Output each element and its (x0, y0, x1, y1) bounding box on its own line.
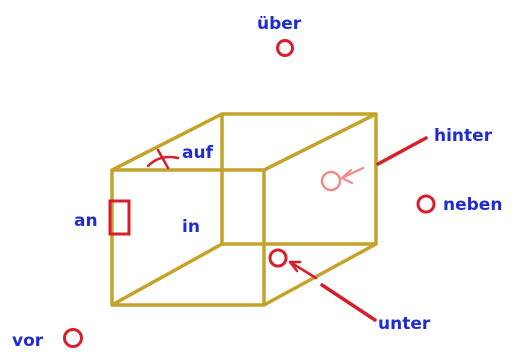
marker-neben-icon (416, 194, 436, 214)
cube-edge-top-right (263, 112, 377, 172)
label-an: an (74, 211, 98, 231)
cube-edge-bottom-left (111, 242, 223, 307)
label-vor: vor (12, 331, 44, 351)
marker-unter-icon (268, 248, 288, 268)
marker-vor-icon (63, 328, 83, 348)
cube-edge-top-left (111, 112, 223, 172)
pointer-hinter (376, 136, 428, 166)
label-unter: unter (378, 314, 431, 334)
label-auf: auf (182, 143, 214, 163)
label-neben: neben (443, 195, 502, 215)
marker-hinter-icon (320, 170, 342, 192)
arrow-unter-icon (288, 260, 318, 280)
cube-back-face (220, 112, 378, 246)
label-in: in (182, 217, 200, 237)
marker-an-icon (108, 199, 131, 236)
label-hinter: hinter (434, 126, 493, 146)
cube-front-face (110, 168, 266, 307)
cross-mark-icon (146, 148, 180, 170)
arrow-hinter-icon (340, 166, 365, 185)
marker-ueber-icon (276, 39, 294, 57)
pointer-unter (320, 283, 377, 322)
cube-edge-bottom-right (263, 242, 377, 307)
cube-wireframe (110, 112, 378, 307)
label-ueber: über (257, 14, 302, 34)
